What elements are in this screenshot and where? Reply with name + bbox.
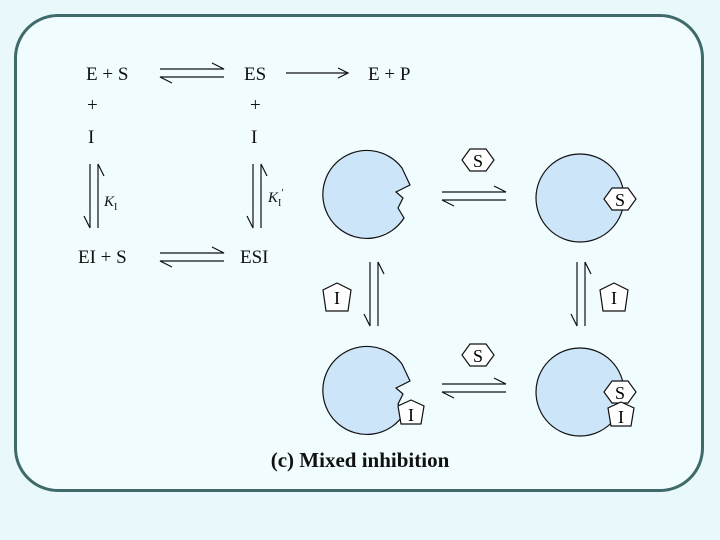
equilibrium-arrow-e-es bbox=[159, 62, 225, 84]
forward-arrow-es-product bbox=[286, 67, 350, 79]
inhibitor-label-right: I bbox=[611, 288, 617, 308]
substrate-label-esi: S bbox=[615, 383, 625, 403]
equilibrium-arrow-ei-esi bbox=[159, 246, 225, 268]
substrate-label-bottom: S bbox=[473, 346, 483, 366]
equilibrium-arrow-cartoon-top bbox=[441, 185, 507, 207]
substrate-hexagon-bottom bbox=[461, 343, 495, 367]
scheme-inhibitor-left: I bbox=[88, 127, 95, 148]
inhibitor-pentagon-left bbox=[322, 282, 352, 312]
inhibitor-pentagon-esi bbox=[607, 401, 635, 427]
substrate-hexagon-es bbox=[603, 187, 637, 211]
constant-ki: KI bbox=[104, 194, 118, 213]
substrate-label-es: S bbox=[615, 190, 625, 210]
equilibrium-arrow-cartoon-left bbox=[363, 261, 385, 327]
constant-ki-prime: KI′ bbox=[268, 187, 284, 209]
scheme-plus-left: + bbox=[87, 95, 98, 116]
inhibitor-pentagon-right bbox=[599, 282, 629, 312]
enzyme-free bbox=[322, 149, 411, 240]
scheme-e-plus-p: E + P bbox=[368, 64, 411, 85]
scheme-ei-plus-s: EI + S bbox=[78, 247, 127, 268]
scheme-inhibitor-mid: I bbox=[251, 127, 258, 148]
equilibrium-arrow-cartoon-right bbox=[570, 261, 592, 327]
figure-caption: (c) Mixed inhibition bbox=[270, 448, 450, 472]
scheme-esi: ESI bbox=[240, 247, 269, 268]
equilibrium-arrow-e-ei bbox=[83, 163, 105, 229]
substrate-hexagon-top bbox=[461, 148, 495, 172]
inhibitor-label-ei: I bbox=[408, 405, 414, 425]
substrate-label-top: S bbox=[473, 151, 483, 171]
inhibitor-pentagon-ei bbox=[397, 399, 425, 425]
scheme-es: ES bbox=[244, 64, 267, 85]
enzyme-ei bbox=[322, 345, 411, 436]
substrate-hexagon-esi bbox=[603, 380, 637, 404]
inhibitor-label-left: I bbox=[334, 288, 340, 308]
equilibrium-arrow-cartoon-bottom bbox=[441, 377, 507, 399]
scheme-plus-mid: + bbox=[250, 95, 261, 116]
inhibitor-label-esi: I bbox=[618, 407, 624, 427]
equilibrium-arrow-es-esi bbox=[246, 163, 268, 229]
scheme-e-plus-s: E + S bbox=[86, 64, 129, 85]
